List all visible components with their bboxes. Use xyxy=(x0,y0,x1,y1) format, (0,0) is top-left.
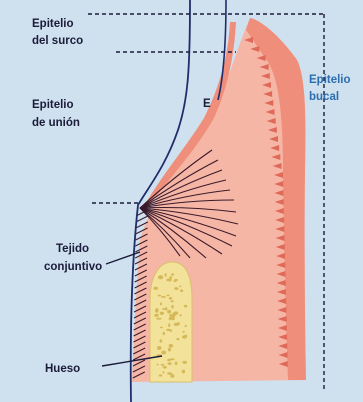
bone-stipple-dot xyxy=(167,310,171,314)
bone-stipple-dot xyxy=(165,307,167,311)
bone-stipple-dot xyxy=(167,329,172,331)
bone-stipple-dot xyxy=(182,331,184,333)
bone-stipple-dot xyxy=(155,309,159,313)
bone-stipple-dot xyxy=(154,287,159,290)
bone-stipple-dot xyxy=(170,374,174,378)
bone-stipple-dot xyxy=(175,362,178,366)
label-epitelio-bucal-1: Epitelio xyxy=(309,74,351,86)
label-epitelio-surco-2: del surco xyxy=(32,35,83,47)
bone-stipple-dot xyxy=(171,305,174,308)
leader-tejido xyxy=(106,252,140,264)
bone-stipple-dot xyxy=(163,366,167,369)
bone-stipple-dot xyxy=(174,311,179,314)
bone-stipple-dot xyxy=(173,280,176,282)
bone-stipple-dot xyxy=(159,275,161,277)
bone-stipple-dot xyxy=(184,305,188,308)
bone-stipple-dot xyxy=(169,344,174,348)
bone-stipple-dot xyxy=(182,361,187,364)
bone-stipple-dot xyxy=(177,322,180,325)
bone-stipple-dot xyxy=(161,351,166,355)
bone-stipple-dot xyxy=(160,312,164,315)
bone-stipple-dot xyxy=(185,325,187,328)
bone-stipple-dot xyxy=(170,358,175,360)
label-epitelio-union-2: de unión xyxy=(32,117,80,129)
label-epitelio-surco-1: Epitelio xyxy=(32,18,74,30)
bone-stipple-dot xyxy=(180,314,182,316)
label-epitelio-bucal-2: bucal xyxy=(309,91,339,103)
bone-stipple-dot xyxy=(161,364,165,366)
bone-stipple-dot xyxy=(169,297,172,300)
bone-stipple-dot xyxy=(169,317,174,320)
label-enamel-e: E xyxy=(203,98,211,110)
bone-stipple-dot xyxy=(180,289,183,292)
bone-stipple-dot xyxy=(160,327,163,329)
margin-fiber xyxy=(136,216,148,222)
bone-stipple-dot xyxy=(165,273,167,276)
bone-stipple-dot xyxy=(176,338,179,340)
label-tejido-1: Tejido xyxy=(56,243,89,255)
bone-stipple-dot xyxy=(174,287,178,289)
bone-stipple-dot xyxy=(168,323,170,327)
bone-stipple-dot xyxy=(182,370,185,374)
bone-stipple-dot xyxy=(163,371,165,373)
label-epitelio-union-1: Epitelio xyxy=(32,99,74,111)
bone-stipple-dot xyxy=(166,278,172,281)
bone-stipple-dot xyxy=(159,374,163,376)
bone-stipple-dot xyxy=(157,346,161,350)
bone-stipple-dot xyxy=(154,314,158,317)
bone-stipple-dot xyxy=(179,286,182,288)
bone-stipple-dot xyxy=(168,362,172,365)
bone-stipple-dot xyxy=(184,335,187,337)
label-tejido-2: conjuntivo xyxy=(44,261,102,273)
bone-stipple-dot xyxy=(171,273,174,275)
bone-stipple-dot xyxy=(168,348,171,352)
bone-stipple-dot xyxy=(160,339,163,342)
bone-stipple-dot xyxy=(158,295,162,297)
bone-stipple-dot xyxy=(161,296,166,298)
bone-stipple-dot xyxy=(156,364,158,366)
bone-stipple-dot xyxy=(163,332,165,335)
bone-stipple-dot xyxy=(160,302,162,305)
bone-stipple-dot xyxy=(156,318,161,320)
bone-stipple-dot xyxy=(171,300,174,302)
label-hueso: Hueso xyxy=(45,363,80,375)
bone-stipple-dot xyxy=(162,308,165,310)
bone-stipple-dot xyxy=(166,295,169,297)
